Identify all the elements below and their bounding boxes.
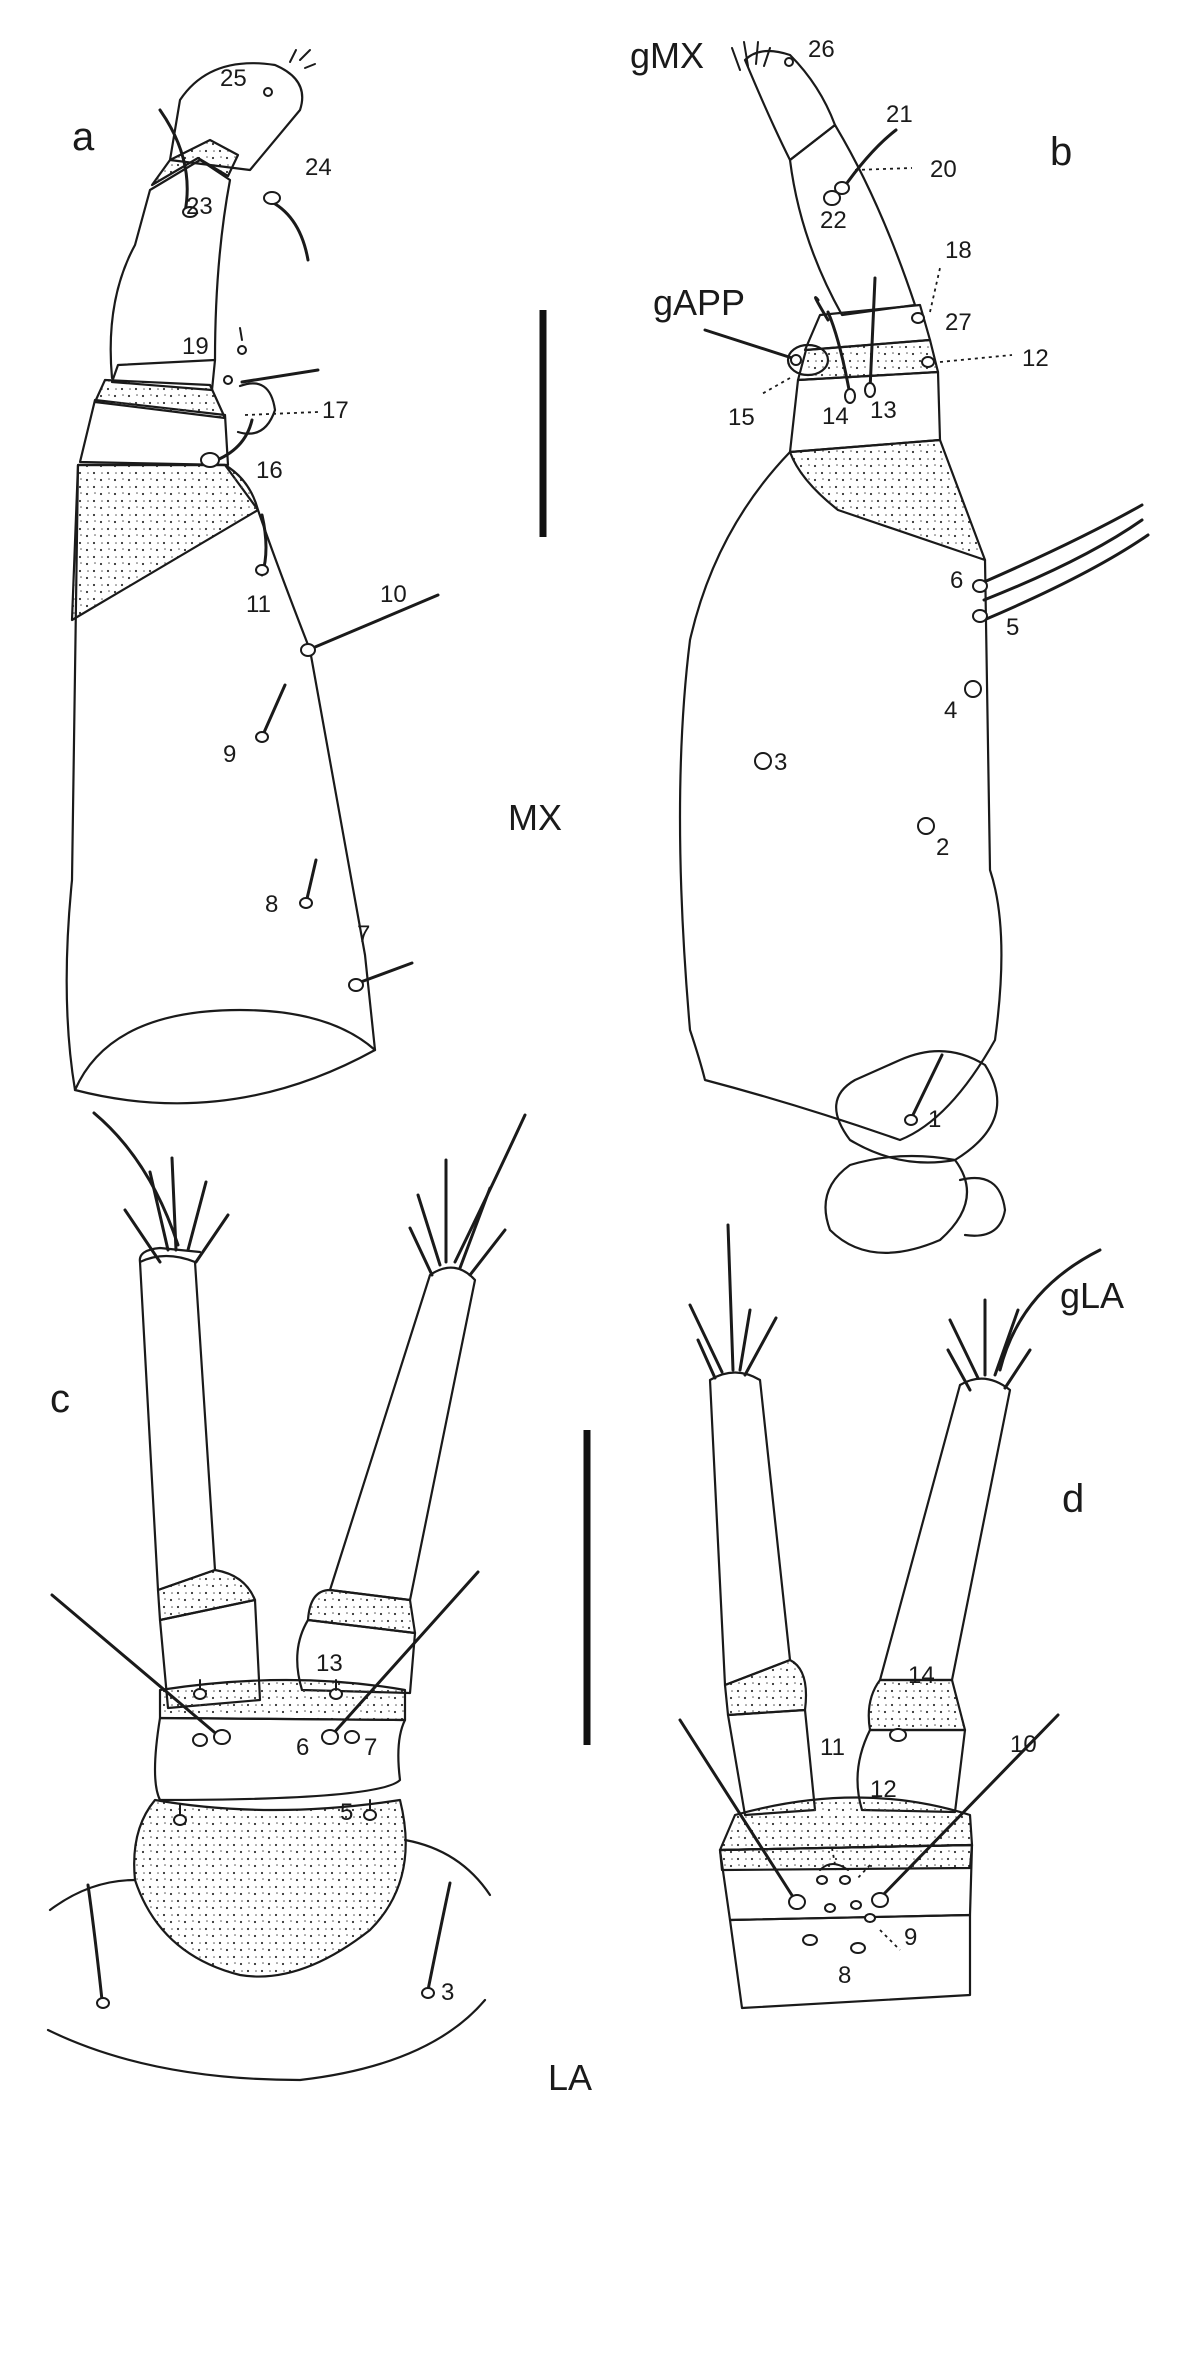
seta-label-18: 18	[945, 237, 972, 264]
seta-label-d8: 8	[838, 1962, 851, 1989]
seta-label-c7: 7	[364, 1734, 377, 1761]
seta-label-3: 3	[774, 749, 787, 776]
panel-a-labels: 25 24 23 19 17 16 11 10 9 8 7	[182, 65, 407, 948]
seta-label-6: 6	[950, 567, 963, 594]
panel-d-labels: 14 10 11 12 9 8	[820, 1662, 1037, 1989]
panel-c-labium	[46, 1111, 527, 2082]
seta-label-4: 4	[944, 697, 957, 724]
group-label-gla: gLA	[1060, 1275, 1124, 1316]
seta-label-21: 21	[886, 101, 913, 128]
seta-label-8: 8	[265, 891, 278, 918]
seta-label-17: 17	[322, 397, 349, 424]
seta-label-5: 5	[1006, 614, 1019, 641]
seta-label-23: 23	[186, 193, 213, 220]
seta-label-15: 15	[728, 404, 755, 431]
seta-label-20: 20	[930, 156, 957, 183]
region-label-la: LA	[548, 2057, 592, 2098]
seta-label-9: 9	[223, 741, 236, 768]
seta-label-d11: 11	[820, 1734, 845, 1761]
seta-label-26: 26	[808, 36, 835, 63]
seta-label-13: 13	[870, 397, 897, 424]
panel-b-maxilla	[678, 41, 1150, 1254]
seta-label-c13: 13	[316, 1650, 343, 1677]
panel-c-letter: c	[50, 1377, 70, 1421]
seta-label-d14: 14	[908, 1662, 935, 1689]
seta-label-10: 10	[380, 581, 407, 608]
seta-label-22: 22	[820, 207, 847, 234]
seta-label-d10: 10	[1010, 1731, 1037, 1758]
seta-label-d12: 12	[870, 1776, 897, 1803]
panel-a-maxilla	[65, 49, 440, 1105]
seta-label-11: 11	[246, 591, 271, 618]
seta-label-27: 27	[945, 309, 972, 336]
seta-label-12: 12	[1022, 345, 1049, 372]
panel-d-labium	[678, 1223, 1102, 2010]
region-label-mx: MX	[508, 797, 562, 838]
seta-label-19: 19	[182, 333, 209, 360]
panel-d-letter: d	[1062, 1477, 1084, 1521]
panel-b-letter: b	[1050, 130, 1072, 174]
group-label-gmx: gMX	[630, 35, 704, 76]
seta-label-c3: 3	[441, 1979, 454, 2006]
seta-label-c5: 5	[340, 1799, 353, 1826]
seta-label-25: 25	[220, 65, 247, 92]
panel-a-letter: a	[72, 115, 95, 159]
group-label-gapp: gAPP	[653, 282, 745, 323]
seta-label-24: 24	[305, 154, 332, 181]
seta-label-1: 1	[928, 1106, 941, 1133]
seta-label-16: 16	[256, 457, 283, 484]
seta-label-14: 14	[822, 403, 849, 430]
seta-label-d9: 9	[904, 1924, 917, 1951]
seta-label-c6: 6	[296, 1734, 309, 1761]
panel-c-labels: 13 6 7 5 3	[296, 1650, 454, 2006]
seta-label-7: 7	[357, 921, 370, 948]
seta-label-2: 2	[936, 834, 949, 861]
panel-b-labels: 26 21 20 22 18 27 12 13 14 15 6 5 4 3 2 …	[728, 36, 1049, 1133]
